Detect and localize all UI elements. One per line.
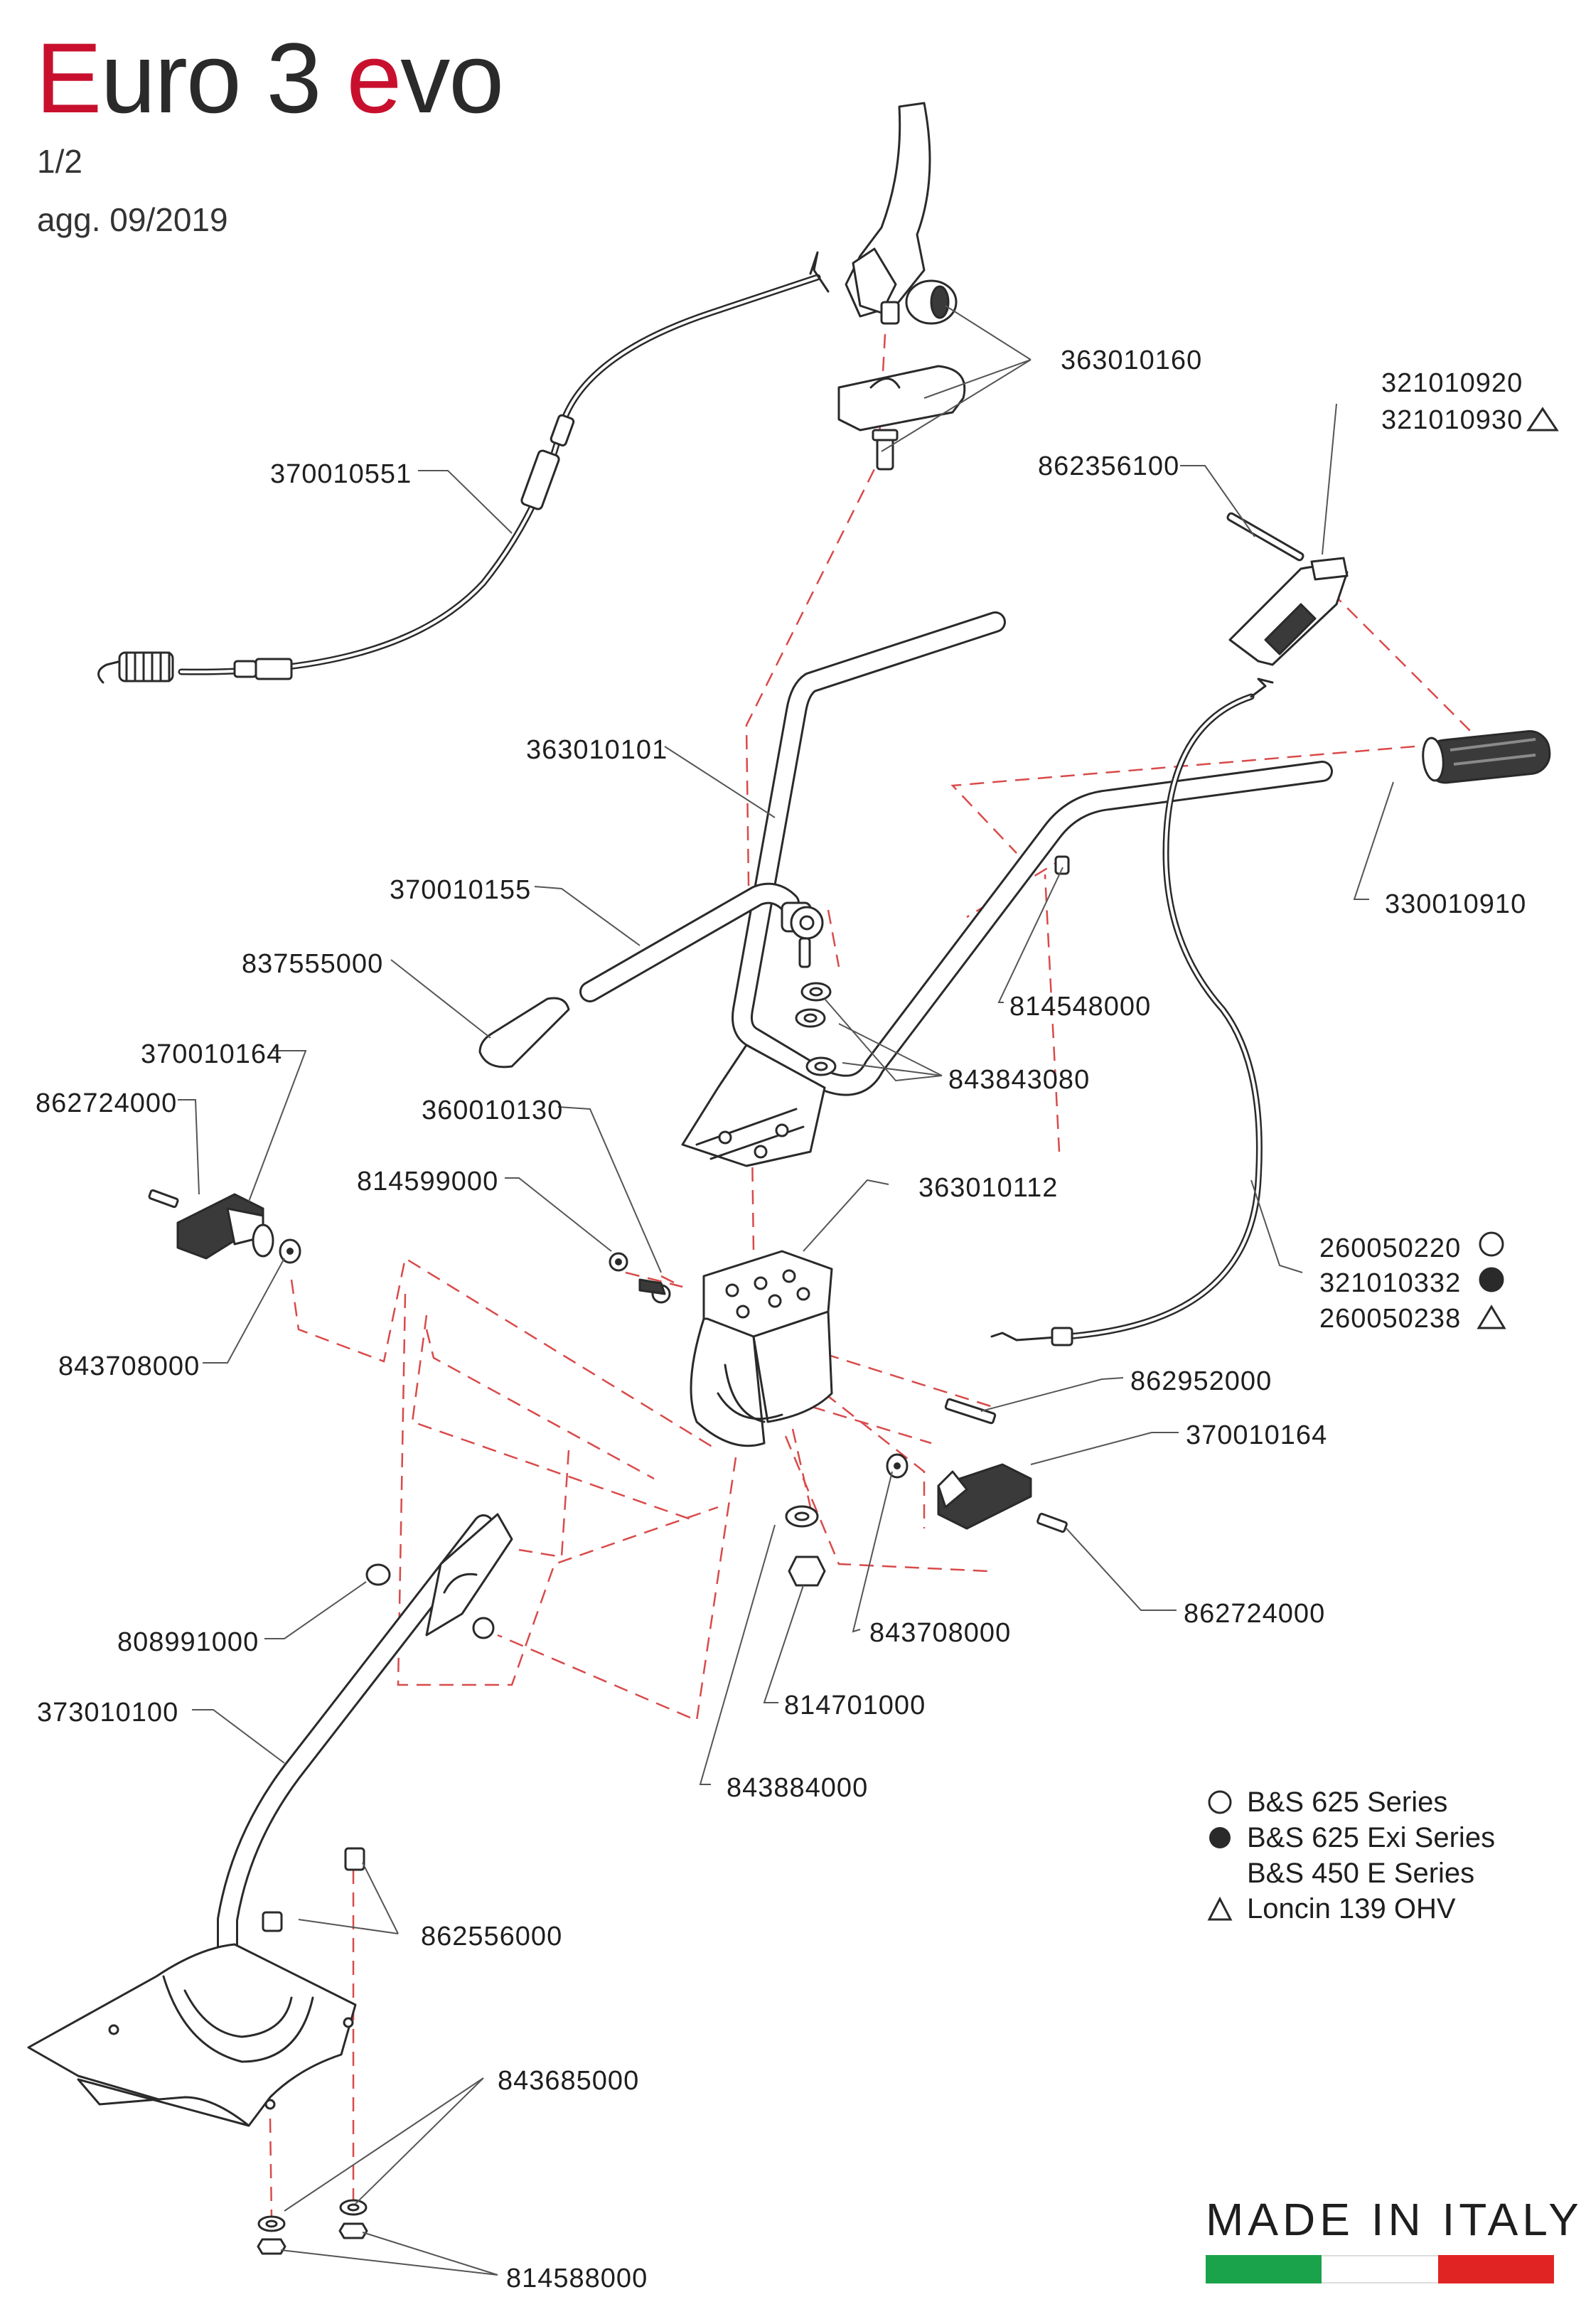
shift-rod-370010155 xyxy=(478,882,824,1069)
page-title: Euro 3 evo xyxy=(36,28,504,128)
grip-330010910 xyxy=(1422,730,1551,784)
label-260050238: 260050238 xyxy=(1319,1304,1462,1334)
legend-row: B&S 625 Exi Series xyxy=(1207,1820,1495,1856)
legend-label: Loncin 139 OHV xyxy=(1247,1892,1456,1924)
label-862724000-left: 862724000 xyxy=(36,1088,178,1118)
circle-filled-icon xyxy=(1209,1827,1231,1848)
variant-symbols xyxy=(1477,407,1559,1329)
label-370010164-right: 370010164 xyxy=(1186,1420,1328,1450)
label-363010101: 363010101 xyxy=(526,735,668,765)
label-814588000: 814588000 xyxy=(506,2264,648,2293)
update-date: agg. 09/2019 xyxy=(37,201,228,238)
throttle-cable xyxy=(990,678,1274,1346)
flag-green xyxy=(1206,2255,1322,2283)
label-363010160: 363010160 xyxy=(1061,346,1203,375)
label-321010332: 321010332 xyxy=(1319,1268,1462,1298)
italian-flag xyxy=(1206,2255,1554,2283)
assembly-lines xyxy=(269,333,1479,2219)
leader-lines xyxy=(178,305,1394,2276)
label-862724000-right: 862724000 xyxy=(1184,1599,1326,1629)
legend-row: B&S 450 E Series xyxy=(1207,1856,1495,1891)
label-321010920: 321010920 xyxy=(1381,368,1523,398)
label-862952000: 862952000 xyxy=(1130,1366,1272,1396)
label-321010930: 321010930 xyxy=(1381,405,1523,435)
page-number: 1/2 xyxy=(37,143,82,180)
label-814548000: 814548000 xyxy=(1009,992,1152,1022)
label-363010112: 363010112 xyxy=(918,1173,1059,1203)
engine-legend: B&S 625 Series B&S 625 Exi Series B&S 45… xyxy=(1207,1784,1495,1927)
cable-370010551 xyxy=(97,251,830,684)
label-843708000-right: 843708000 xyxy=(869,1618,1012,1648)
label-370010164-left: 370010164 xyxy=(141,1039,283,1069)
circle-open-icon xyxy=(1208,1790,1232,1814)
label-843843080: 843843080 xyxy=(948,1065,1091,1095)
label-843685000: 843685000 xyxy=(498,2066,640,2096)
lever-assembly-363010160 xyxy=(837,102,966,471)
legend-row: Loncin 139 OHV xyxy=(1207,1891,1495,1927)
circle-filled-icon xyxy=(1479,1267,1504,1292)
legend-label: B&S 625 Exi Series xyxy=(1247,1821,1496,1853)
label-862356100: 862356100 xyxy=(1038,451,1180,481)
stop-370010164-right xyxy=(785,1398,1068,1587)
bottom-fasteners xyxy=(257,2199,368,2255)
bracket-363010112 xyxy=(609,1250,833,1447)
handlebar-363010101 xyxy=(681,611,1333,1167)
title-letter-e1: E xyxy=(36,22,102,134)
legend-label: B&S 625 Series xyxy=(1247,1786,1448,1818)
flag-red xyxy=(1437,2255,1554,2283)
label-330010910: 330010910 xyxy=(1385,889,1527,919)
label-814701000: 814701000 xyxy=(784,1691,926,1720)
label-862556000: 862556000 xyxy=(421,1922,563,1951)
flag-white xyxy=(1322,2255,1438,2283)
triangle-icon xyxy=(1477,1305,1506,1329)
label-373010100: 373010100 xyxy=(37,1698,179,1728)
label-370010155: 370010155 xyxy=(390,875,532,905)
title-letter-e2: e xyxy=(346,22,402,134)
title-mid: uro 3 xyxy=(100,22,347,134)
legend-row: B&S 625 Series xyxy=(1207,1784,1495,1820)
lower-handle-373010100 xyxy=(27,1513,513,2127)
legend-label: B&S 450 E Series xyxy=(1247,1857,1475,1889)
label-260050220: 260050220 xyxy=(1319,1233,1462,1263)
label-837555000: 837555000 xyxy=(242,949,384,979)
triangle-open-icon xyxy=(1207,1896,1233,1921)
label-360010130: 360010130 xyxy=(422,1096,564,1125)
washers-843843080 xyxy=(795,982,837,1076)
legend-spacer xyxy=(1207,1860,1233,1886)
made-in-italy: MADE IN ITALY xyxy=(1206,2194,1583,2245)
label-808991000: 808991000 xyxy=(117,1627,259,1657)
label-370010551: 370010551 xyxy=(270,459,412,489)
circle-open-icon xyxy=(1479,1231,1504,1257)
brake-lever-321010920 xyxy=(1226,512,1349,666)
label-843884000: 843884000 xyxy=(727,1773,869,1803)
title-end: vo xyxy=(400,22,504,134)
stop-370010164-left xyxy=(148,1189,301,1264)
label-814599000: 814599000 xyxy=(357,1167,499,1196)
triangle-icon xyxy=(1526,407,1559,432)
label-843708000-left: 843708000 xyxy=(58,1351,200,1381)
